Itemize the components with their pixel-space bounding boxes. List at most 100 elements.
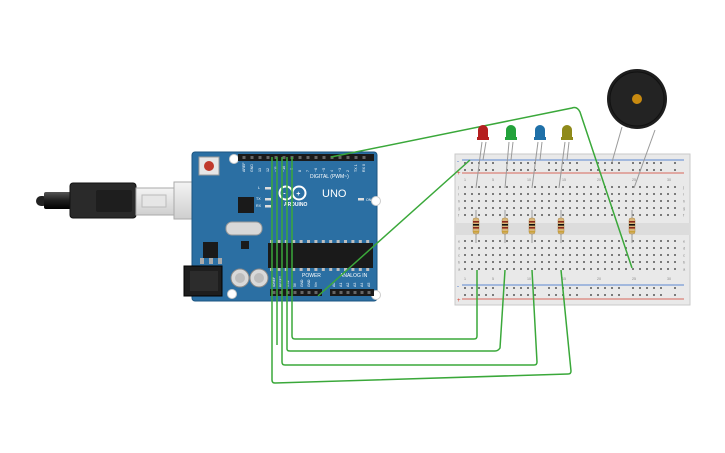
rx-label: RX bbox=[256, 204, 262, 208]
power-pin-label: GND bbox=[307, 279, 311, 287]
row-letter: b bbox=[458, 260, 461, 265]
column-number: 30 bbox=[667, 178, 671, 182]
resistor bbox=[501, 210, 509, 243]
column-number: 1 bbox=[464, 178, 466, 182]
digital-label: DIGITAL (PWM~) bbox=[310, 174, 349, 180]
led-blue bbox=[534, 125, 546, 140]
digital-header bbox=[238, 154, 374, 161]
row-letter: g bbox=[683, 206, 685, 211]
column-number: 25 bbox=[632, 277, 636, 281]
microcontroller-chip bbox=[268, 243, 373, 268]
wire bbox=[271, 157, 572, 384]
column-number: 5 bbox=[492, 277, 494, 281]
digital-pin-label: 2 bbox=[346, 170, 350, 172]
analog-pin-label: A1 bbox=[339, 283, 343, 287]
svg-text:-: - bbox=[283, 191, 286, 198]
digital-pin-label: GND bbox=[250, 164, 254, 172]
power-pin-label: 3.3V bbox=[286, 279, 290, 287]
analog-pin-label: A3 bbox=[353, 283, 357, 287]
brand-label: ARDUINO bbox=[284, 202, 307, 208]
power-pin-label: 5V bbox=[293, 282, 297, 287]
row-letter: d bbox=[458, 246, 460, 251]
led-yellow bbox=[561, 125, 573, 140]
wire bbox=[281, 157, 538, 366]
column-number: 10 bbox=[527, 277, 531, 281]
wire bbox=[330, 106, 633, 269]
digital-pin-label: ~5 bbox=[322, 168, 326, 172]
rail-plus-label: + bbox=[457, 171, 461, 177]
l-label: L bbox=[258, 186, 260, 190]
rail-minus-label-bottom: - bbox=[457, 284, 459, 290]
analog-header bbox=[330, 289, 374, 296]
rail-minus-label: - bbox=[457, 159, 459, 165]
row-letter: f bbox=[458, 213, 460, 218]
row-letter: c bbox=[458, 253, 460, 258]
piezo-buzzer bbox=[607, 69, 667, 129]
analog-pin-label: A4 bbox=[360, 283, 364, 287]
on-label: ON bbox=[366, 198, 372, 202]
rail-plus-label-bottom: + bbox=[457, 298, 461, 304]
column-number: 5 bbox=[492, 178, 494, 182]
wires bbox=[271, 106, 656, 384]
tx-label: TX bbox=[256, 197, 261, 201]
analog-pin-label: A2 bbox=[346, 283, 350, 287]
svg-text:+: + bbox=[296, 191, 300, 198]
row-letter: c bbox=[683, 253, 685, 258]
column-number: 25 bbox=[632, 178, 636, 182]
power-pin-label: RESET bbox=[279, 276, 283, 287]
row-letter: d bbox=[683, 246, 685, 251]
digital-pin-label: AREF bbox=[242, 162, 246, 172]
analog-label: ANALOG IN bbox=[340, 273, 368, 279]
power-pin-label: GND bbox=[300, 279, 304, 287]
digital-pin-label: 12 bbox=[266, 168, 270, 172]
resistor bbox=[472, 210, 480, 243]
column-number: 15 bbox=[562, 277, 566, 281]
resistor bbox=[557, 210, 565, 243]
row-letter: i bbox=[683, 192, 684, 197]
row-letter: j bbox=[457, 185, 459, 190]
digital-pin-label: TX 1 bbox=[354, 164, 358, 172]
analog-pin-label: A5 bbox=[367, 283, 371, 287]
resistor bbox=[628, 210, 636, 243]
power-pin-label: Vin bbox=[314, 282, 318, 287]
resistor bbox=[528, 210, 536, 243]
digital-pin-label: 13 bbox=[258, 168, 262, 172]
column-number: 20 bbox=[597, 178, 601, 182]
row-letter: e bbox=[458, 239, 461, 244]
column-number: 15 bbox=[562, 178, 566, 182]
power-pin-label: IOREF bbox=[272, 277, 276, 287]
column-number: 20 bbox=[597, 277, 601, 281]
row-letter: h bbox=[683, 199, 685, 204]
digital-pin-label: RX 0 bbox=[362, 164, 366, 172]
row-letter: f bbox=[683, 213, 685, 218]
row-letter: a bbox=[458, 267, 461, 272]
digital-pin-label: 8 bbox=[298, 170, 302, 172]
row-letter: e bbox=[683, 239, 686, 244]
analog-pin-label: A0 bbox=[332, 283, 336, 287]
row-letter: h bbox=[458, 199, 460, 204]
row-letter: g bbox=[458, 206, 460, 211]
column-number: 1 bbox=[464, 277, 466, 281]
uno-label: UNO bbox=[322, 188, 347, 200]
wire bbox=[286, 157, 506, 352]
digital-pin-label: ~10 bbox=[282, 166, 286, 172]
led-red bbox=[477, 125, 489, 140]
wire bbox=[291, 157, 478, 340]
row-letter: a bbox=[683, 267, 686, 272]
buzzer-center-icon bbox=[632, 94, 642, 104]
column-number: 10 bbox=[527, 178, 531, 182]
wire bbox=[317, 159, 471, 297]
digital-pin-label: ~11 bbox=[274, 166, 278, 172]
row-letter: j bbox=[682, 185, 684, 190]
digital-pin-label: 7 bbox=[306, 170, 310, 172]
digital-pin-label: ~6 bbox=[314, 168, 318, 172]
resistors bbox=[472, 210, 636, 243]
row-letter: i bbox=[458, 192, 459, 197]
column-number: 30 bbox=[667, 277, 671, 281]
row-letter: b bbox=[683, 260, 686, 265]
power-label: POWER bbox=[302, 273, 321, 279]
led-green bbox=[505, 125, 517, 140]
digital-pin-label: 4 bbox=[330, 170, 334, 172]
